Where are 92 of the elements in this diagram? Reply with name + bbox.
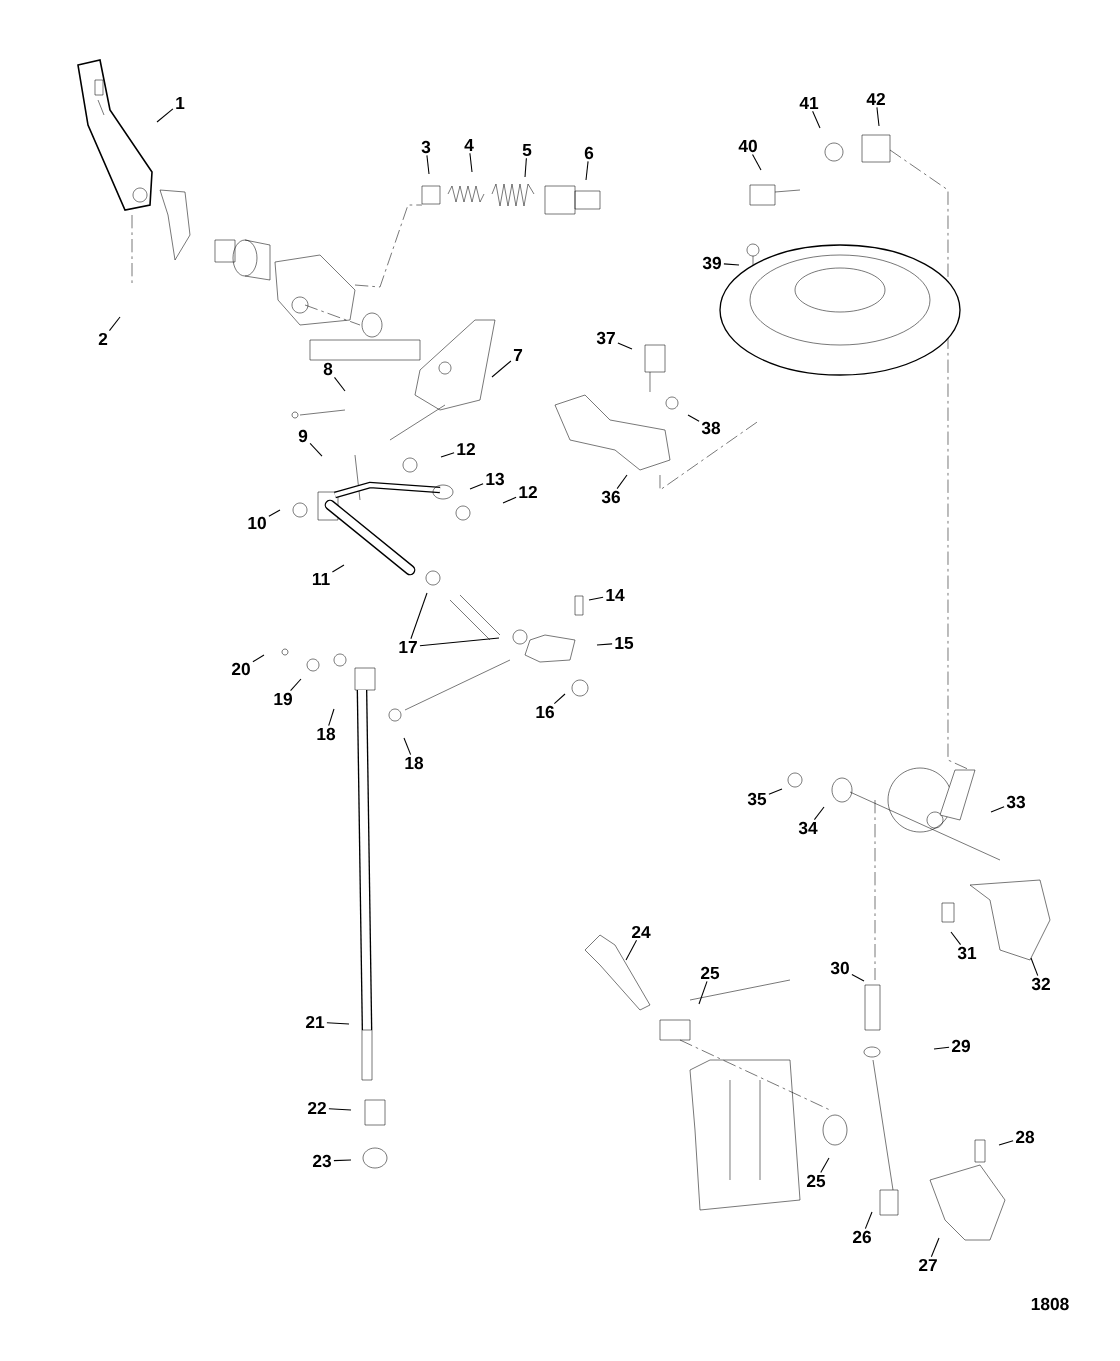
leader-line xyxy=(491,360,512,378)
leader-line xyxy=(625,939,638,961)
leader-line xyxy=(108,316,121,332)
callout-number: 41 xyxy=(799,97,819,109)
callout-number: 36 xyxy=(601,490,620,504)
callout-number: 38 xyxy=(701,421,721,435)
callout-number: 32 xyxy=(1031,977,1050,991)
leader-line xyxy=(440,452,455,458)
callout-number: 7 xyxy=(513,349,523,361)
leader-line xyxy=(524,157,527,178)
callout-number: 3 xyxy=(421,140,431,154)
leader-line xyxy=(933,1046,950,1050)
leader-line xyxy=(410,592,428,640)
callout-number: 13 xyxy=(486,472,504,486)
callout-number: 6 xyxy=(584,146,594,160)
leader-line xyxy=(698,980,708,1005)
leader-line xyxy=(752,153,762,171)
callout-number: 8 xyxy=(323,362,333,376)
leader-line xyxy=(617,342,633,350)
leader-line xyxy=(469,483,484,490)
leader-line xyxy=(328,1108,352,1111)
callout-number: 16 xyxy=(536,705,554,719)
leader-line xyxy=(326,1022,350,1025)
leader-line xyxy=(1030,957,1039,977)
callout-number: 10 xyxy=(248,516,266,530)
callout-number: 14 xyxy=(606,589,625,601)
leader-line xyxy=(553,693,566,705)
callout-number: 26 xyxy=(852,1230,871,1244)
callout-number: 12 xyxy=(457,442,475,456)
callout-number: 20 xyxy=(231,662,250,676)
leader-line xyxy=(156,108,174,123)
callout-number: 39 xyxy=(702,256,721,270)
callout-number: 34 xyxy=(798,821,818,835)
callout-number: 22 xyxy=(307,1101,326,1115)
callout-number: 25 xyxy=(806,1174,826,1188)
callout-number: 19 xyxy=(274,692,292,706)
leader-line xyxy=(998,1140,1014,1146)
leader-line xyxy=(268,509,281,517)
callout-number: 18 xyxy=(405,756,424,770)
leader-line xyxy=(768,788,783,795)
leader-line xyxy=(331,564,345,573)
leader-line xyxy=(403,737,412,756)
leader-line xyxy=(252,654,265,663)
leader-line xyxy=(820,1157,830,1174)
callout-number: 12 xyxy=(519,485,537,499)
callout-number: 27 xyxy=(918,1258,937,1272)
leader-line xyxy=(502,496,517,504)
leader-line xyxy=(723,263,740,266)
leader-line xyxy=(616,474,628,490)
callout-number: 17 xyxy=(399,641,417,653)
leader-line xyxy=(596,643,613,646)
leader-line xyxy=(588,596,604,601)
callout-number: 29 xyxy=(951,1039,970,1053)
leader-line xyxy=(469,152,473,173)
callout-number: 37 xyxy=(596,331,615,345)
callout-number: 23 xyxy=(312,1154,331,1168)
leader-line xyxy=(328,708,335,727)
callout-number: 21 xyxy=(305,1015,325,1029)
leader-line xyxy=(812,110,821,129)
callout-number: 35 xyxy=(747,792,767,806)
callout-number: 30 xyxy=(830,961,849,975)
callout-number: 28 xyxy=(1015,1130,1035,1144)
callout-number: 18 xyxy=(317,727,336,741)
leader-line xyxy=(813,806,825,821)
leader-line xyxy=(585,160,589,181)
leader-line xyxy=(851,973,865,982)
leader-line xyxy=(930,1237,940,1258)
leader-line xyxy=(950,931,962,946)
callout-number: 24 xyxy=(631,925,651,939)
leader-line xyxy=(864,1211,873,1230)
leader-line xyxy=(309,442,323,457)
callout-number: 9 xyxy=(298,429,308,443)
figure-number: 1808 xyxy=(1031,1297,1069,1311)
leader-line xyxy=(333,376,346,392)
leader-line xyxy=(333,1159,352,1162)
leader-line xyxy=(290,678,302,692)
callout-number: 33 xyxy=(1006,795,1025,809)
leader-line xyxy=(426,154,430,175)
callout-number: 5 xyxy=(522,143,532,157)
leader-line xyxy=(687,414,700,422)
leader-line xyxy=(419,637,500,647)
callout-number: 1 xyxy=(176,97,185,109)
leader-line xyxy=(876,106,880,127)
callout-number: 4 xyxy=(464,139,474,151)
callout-number: 25 xyxy=(700,966,720,980)
callout-number: 11 xyxy=(312,573,330,585)
callout-number: 40 xyxy=(738,139,757,153)
callout-number: 31 xyxy=(957,946,977,960)
leader-line xyxy=(990,806,1005,813)
callout-number: 42 xyxy=(866,92,885,106)
callout-number: 15 xyxy=(615,636,634,650)
callout-number: 2 xyxy=(98,332,108,346)
